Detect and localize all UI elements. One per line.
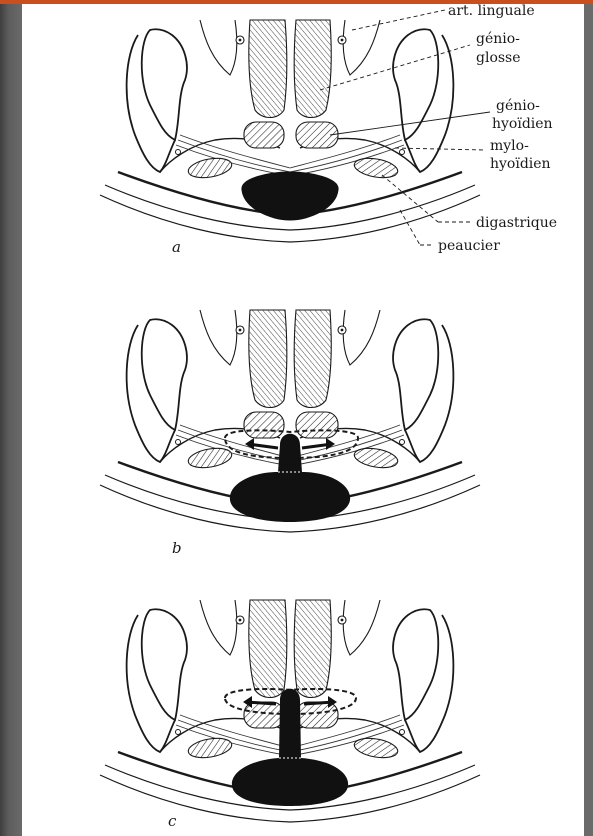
label-peaucier: peaucier: [438, 238, 500, 254]
label-art-linguale: art. linguale: [448, 4, 535, 19]
label-mylo-hyoidien-2: hyoïdien: [490, 156, 551, 172]
figure-page: art. linguale génio- glosse génio- hyoïd…: [22, 4, 584, 836]
panel-letter-c: c: [168, 812, 177, 830]
right-frame-strip: [584, 4, 593, 836]
anatomical-diagram: art. linguale génio- glosse génio- hyoïd…: [22, 4, 584, 836]
panel-a-labels: art. linguale génio- glosse génio- hyoïd…: [172, 4, 557, 256]
panel-a-section: [100, 20, 480, 242]
panel-letter-a: a: [172, 238, 181, 256]
label-genio-glosse-2: glosse: [476, 50, 521, 66]
label-mylo-hyoidien-1: mylo-: [490, 138, 529, 154]
panel-c-section: [100, 600, 480, 822]
panel-b-section: [100, 310, 480, 532]
label-genio-hyoidien-2: hyoïdien: [492, 116, 553, 132]
panel-letter-b: b: [172, 539, 182, 557]
label-digastrique: digastrique: [476, 215, 557, 231]
label-genio-glosse-1: génio-: [476, 31, 520, 47]
label-genio-hyoidien-1: génio-: [496, 98, 540, 114]
